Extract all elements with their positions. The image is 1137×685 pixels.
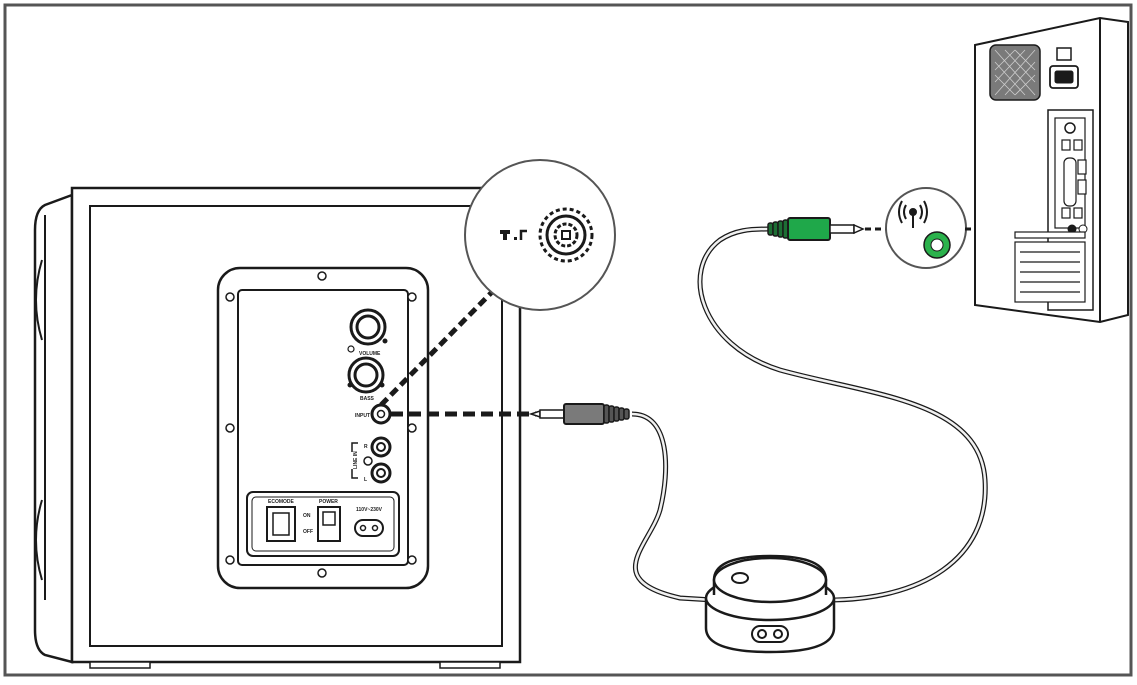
gray-audio-plug: [528, 403, 630, 425]
input-label: INPUT: [355, 413, 370, 419]
line-in-l-jack[interactable]: [370, 462, 392, 484]
l-label: L: [364, 477, 367, 483]
bass-knob[interactable]: [347, 356, 385, 394]
off-label: OFF: [303, 529, 313, 535]
audio-out-callout: [885, 187, 967, 269]
subwoofer: [33, 186, 522, 669]
bass-label: BASS: [360, 396, 375, 402]
remote-to-speaker-cable: [631, 411, 714, 603]
pc-tower: [974, 16, 1129, 324]
on-label: ON: [303, 513, 311, 519]
line-in-label: LINE IN: [353, 451, 359, 469]
input-jack-symbol-icon: [500, 207, 594, 263]
callout-leader-input: [379, 290, 494, 407]
power-label: POWER: [319, 499, 338, 505]
ecomode-switch[interactable]: [266, 506, 296, 542]
panel-screws: [225, 271, 417, 578]
power-socket[interactable]: [354, 519, 384, 537]
volume-knob[interactable]: [347, 308, 388, 353]
expansion-slots: [1014, 231, 1086, 303]
audio-output-symbol-icon: [898, 200, 928, 228]
headphone-ports[interactable]: [751, 625, 789, 643]
input-jack[interactable]: [370, 403, 392, 425]
remote-to-pc-cable: [697, 226, 988, 603]
pc-power-switch[interactable]: [1056, 47, 1072, 61]
r-label: R: [364, 444, 368, 450]
volume-label: VOLUME: [359, 351, 381, 357]
volume-remote-icon[interactable]: [704, 554, 836, 654]
line-in-r-jack[interactable]: [370, 436, 392, 458]
green-audio-plug: [767, 217, 865, 241]
input-symbol-callout: [464, 159, 616, 311]
psu-fan-grille: [989, 44, 1041, 101]
ecomode-label: ECOMODE: [268, 499, 295, 505]
voltage-label: 110V~230V: [356, 507, 383, 513]
power-switch[interactable]: [317, 506, 341, 542]
